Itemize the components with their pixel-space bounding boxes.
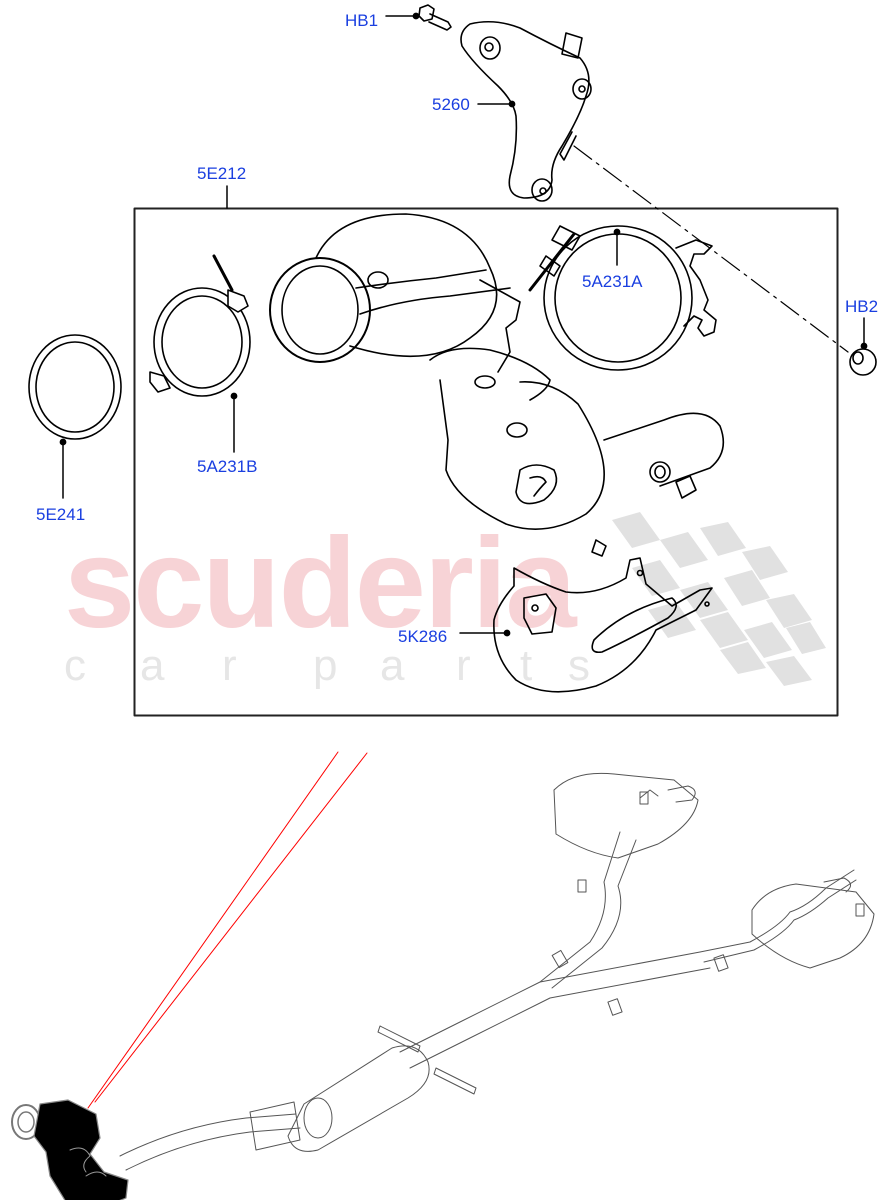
watermark-letter: p: [313, 641, 338, 690]
watermark-letter: r: [456, 641, 471, 690]
watermark-letter: a: [140, 641, 165, 690]
exhaust-system-icon: [119, 772, 875, 1171]
gasket-icon: [28, 334, 122, 499]
callout-HB1[interactable]: HB1: [345, 11, 379, 30]
callout-5E212[interactable]: 5E212: [197, 164, 247, 183]
callout-5E241[interactable]: 5E241: [36, 505, 86, 524]
bracket-icon: [460, 20, 592, 202]
watermark-letter: r: [222, 641, 237, 690]
callout-5K286[interactable]: 5K286: [398, 627, 448, 646]
watermark-letter: s: [568, 641, 590, 690]
watermark-letter: t: [520, 641, 533, 690]
callout-5A231A[interactable]: 5A231A: [582, 272, 643, 291]
watermark-letter: a: [380, 641, 405, 690]
catalytic-converter-icon: [269, 213, 725, 557]
watermark-scuderia: scuderia: [64, 512, 576, 655]
callout-5A231B[interactable]: 5A231B: [197, 457, 258, 476]
highlighted-catalytic-converter-icon: [11, 1099, 129, 1200]
watermark-letter: c: [64, 641, 86, 690]
heat-shield-icon: [459, 557, 713, 693]
callout-5260[interactable]: 5260: [432, 95, 470, 114]
nut-icon: [849, 317, 877, 376]
clamp-a-icon: [528, 225, 717, 371]
clamp-b-icon: [149, 254, 251, 453]
bolt-icon: [385, 4, 452, 31]
group-box-frame: [133, 207, 839, 717]
callout-HB2[interactable]: HB2: [845, 297, 879, 316]
